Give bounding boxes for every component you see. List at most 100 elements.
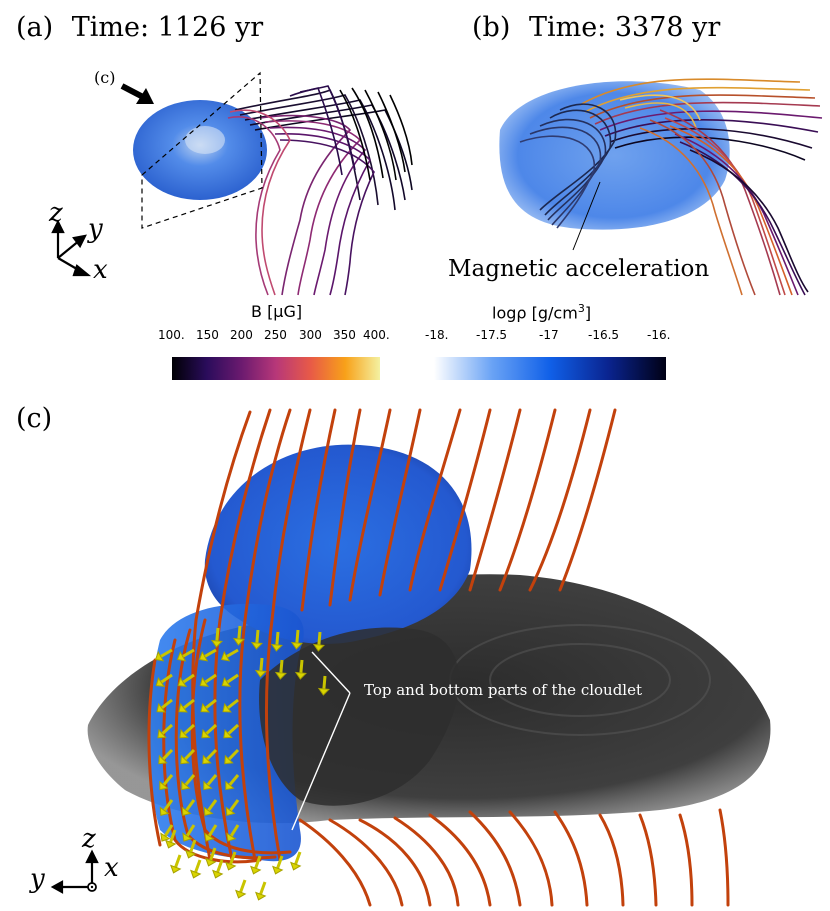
- acceleration-arrow-head: [272, 865, 284, 875]
- panel-a-label: (a): [16, 12, 54, 43]
- acceleration-arrow: [276, 855, 284, 869]
- colorbar-rho-ticks: -18. -17.5 -17 -16.5 -16.: [425, 328, 670, 358]
- acceleration-arrow: [225, 648, 239, 658]
- acceleration-arrow-head: [220, 650, 231, 662]
- acceleration-arrow-head: [176, 650, 187, 662]
- acceleration-arrow-head: [312, 643, 325, 652]
- axis-z-c: z: [82, 824, 96, 854]
- acceleration-arrow: [317, 631, 322, 646]
- acceleration-arrow: [209, 847, 217, 861]
- axis-y-c: y: [30, 864, 45, 894]
- acceleration-arrow-head: [290, 641, 303, 650]
- acceleration-arrow: [183, 748, 196, 761]
- acceleration-arrow-head: [198, 650, 209, 662]
- acceleration-arrow-head: [274, 671, 287, 680]
- acceleration-arrow: [174, 854, 182, 868]
- cb-b-tick: 150: [196, 328, 219, 342]
- acceleration-arrow: [205, 748, 218, 761]
- acceleration-arrow: [169, 829, 177, 843]
- acceleration-arrow: [207, 799, 218, 812]
- acceleration-arrow-head: [225, 861, 237, 871]
- acceleration-arrow-head: [210, 639, 223, 648]
- acceleration-arrow-head: [203, 780, 213, 791]
- acceleration-arrow: [159, 648, 173, 658]
- acceleration-arrow: [160, 698, 173, 710]
- axes-triad-c: [50, 849, 99, 894]
- acceleration-arrow: [275, 631, 280, 646]
- acceleration-arrow: [228, 774, 240, 786]
- panel-b-title: Time: 3378 yr: [528, 12, 721, 43]
- cb-rho-tick: -18.: [425, 328, 449, 342]
- panel-a-title: Time: 1126 yr: [71, 12, 264, 43]
- acceleration-arrow: [160, 673, 173, 684]
- acceleration-arrow: [184, 774, 196, 786]
- field-lines-c: [147, 408, 730, 907]
- acceleration-arrow-head: [156, 702, 166, 713]
- cb-b-tick: 200: [230, 328, 253, 342]
- acceleration-arrow: [226, 673, 239, 684]
- acceleration-arrow-head: [250, 865, 262, 875]
- acceleration-arrow-head: [165, 839, 177, 849]
- acceleration-arrow: [227, 748, 240, 761]
- acceleration-arrow: [229, 824, 240, 837]
- acceleration-arrow-head: [158, 754, 168, 765]
- acceleration-arrow-head: [154, 650, 165, 662]
- acceleration-arrow-head: [202, 754, 212, 765]
- cb-rho-tick: -17: [539, 328, 559, 342]
- panel-b-label: (b): [472, 12, 511, 43]
- cb-b-tick: 400.: [363, 328, 390, 342]
- cb-b-tick: 300: [299, 328, 322, 342]
- acceleration-arrow: [162, 774, 174, 786]
- acceleration-arrow: [216, 859, 224, 873]
- acceleration-arrow: [206, 774, 218, 786]
- acceleration-arrow-head: [223, 728, 233, 739]
- acceleration-arrow-head: [212, 869, 224, 879]
- acceleration-arrow: [183, 723, 196, 735]
- acceleration-arrow-head: [181, 780, 191, 791]
- axis-y-a: y: [88, 214, 103, 244]
- panel-b-label-title: (b) Time: 3378 yr: [472, 12, 720, 43]
- acceleration-arrow-head: [224, 754, 234, 765]
- acceleration-arrow: [226, 698, 239, 710]
- acceleration-arrow: [161, 723, 174, 735]
- acceleration-arrow: [161, 748, 174, 761]
- field-lines-a: [227, 85, 413, 296]
- acceleration-arrow-head: [232, 637, 245, 646]
- acceleration-arrow-head: [235, 889, 247, 899]
- acceleration-arrow: [295, 629, 300, 644]
- acceleration-arrow-head: [177, 676, 188, 688]
- axis-z-a: z: [49, 198, 63, 228]
- acceleration-arrow-head: [205, 857, 217, 867]
- cb-rho-tick: -17.5: [476, 328, 508, 342]
- annotation-leader-bottom: [291, 692, 351, 831]
- panel-a-view-marker: (c): [94, 68, 116, 87]
- acceleration-arrow-head: [317, 687, 330, 696]
- acceleration-arrow-head: [226, 832, 237, 842]
- acceleration-arrows: [154, 625, 330, 901]
- acceleration-arrow: [299, 659, 304, 674]
- acceleration-arrow: [227, 723, 240, 735]
- acceleration-arrow-head: [181, 806, 192, 817]
- acceleration-arrow-head: [270, 643, 283, 652]
- acceleration-arrow: [229, 851, 237, 865]
- colorbar-rho: [434, 357, 666, 380]
- view-arrow-icon: [120, 83, 154, 104]
- slice-plane: [141, 71, 263, 229]
- acceleration-arrow-head: [185, 849, 197, 859]
- cb-rho-tick: -16.5: [588, 328, 620, 342]
- acceleration-arrow-head: [225, 806, 236, 817]
- axes-triad-a: [51, 219, 92, 277]
- acceleration-arrow-head: [225, 780, 235, 791]
- panel-c-label: (c): [16, 403, 53, 434]
- acceleration-arrow-head: [159, 806, 170, 817]
- acceleration-arrow-head: [201, 728, 211, 739]
- acceleration-arrow: [259, 657, 264, 672]
- acceleration-arrow: [239, 879, 247, 893]
- acceleration-arrow: [185, 824, 196, 837]
- acceleration-arrow-head: [155, 676, 166, 688]
- acceleration-arrow: [181, 648, 195, 658]
- acceleration-arrow: [215, 627, 220, 642]
